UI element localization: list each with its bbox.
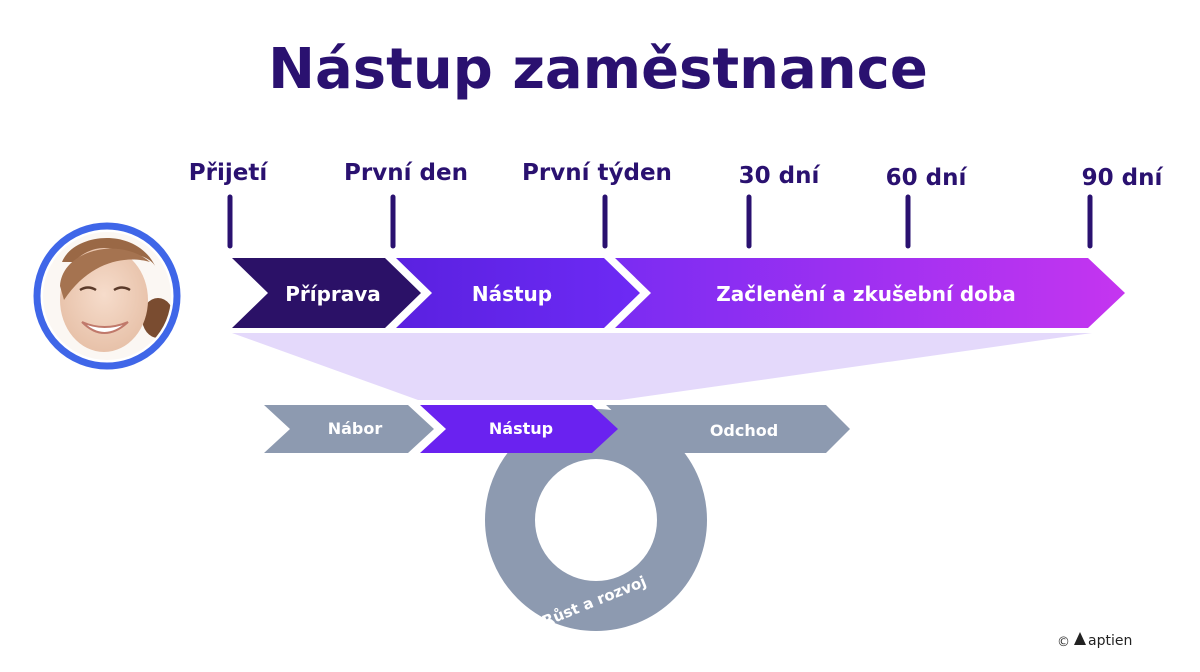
lifecycle-departure-label: Odchod [710,421,778,440]
phase-integration-label: Začlenění a zkušební doba [716,282,1015,306]
phase-integration-arrow [615,258,1125,328]
phase-preparation-label: Příprava [285,282,381,306]
aptien-logo-icon [1074,632,1086,645]
milestone-label-90-days: 90 dní [1082,165,1164,191]
employee-avatar [33,222,181,370]
lifecycle-onboarding-arrow [420,405,618,453]
funnel-shape [232,333,1092,400]
milestone-label-first-week: První týden [522,160,672,186]
milestone-ticks [227,194,1093,249]
page-title: Nástup zaměstnance [268,37,928,102]
milestone-label-first-day: První den [344,160,468,186]
brand-name: aptien [1088,633,1132,649]
lifecycle-recruitment-label: Nábor [328,419,383,438]
lifecycle-recruitment-arrow [264,405,434,453]
milestone-label-hire: Přijetí [189,160,269,186]
lifecycle-onboarding-label: Nástup [489,419,553,438]
milestone-label-60-days: 60 dní [886,165,968,191]
lifecycle-departure-arrow [606,405,850,453]
milestone-label-30-days: 30 dní [739,163,821,189]
copyright-symbol: © [1057,635,1070,650]
phase-preparation-arrow [232,258,421,328]
growth-loop-ring [485,409,707,631]
phase-onboarding-arrow [396,258,640,328]
phase-onboarding-label: Nástup [472,282,552,306]
